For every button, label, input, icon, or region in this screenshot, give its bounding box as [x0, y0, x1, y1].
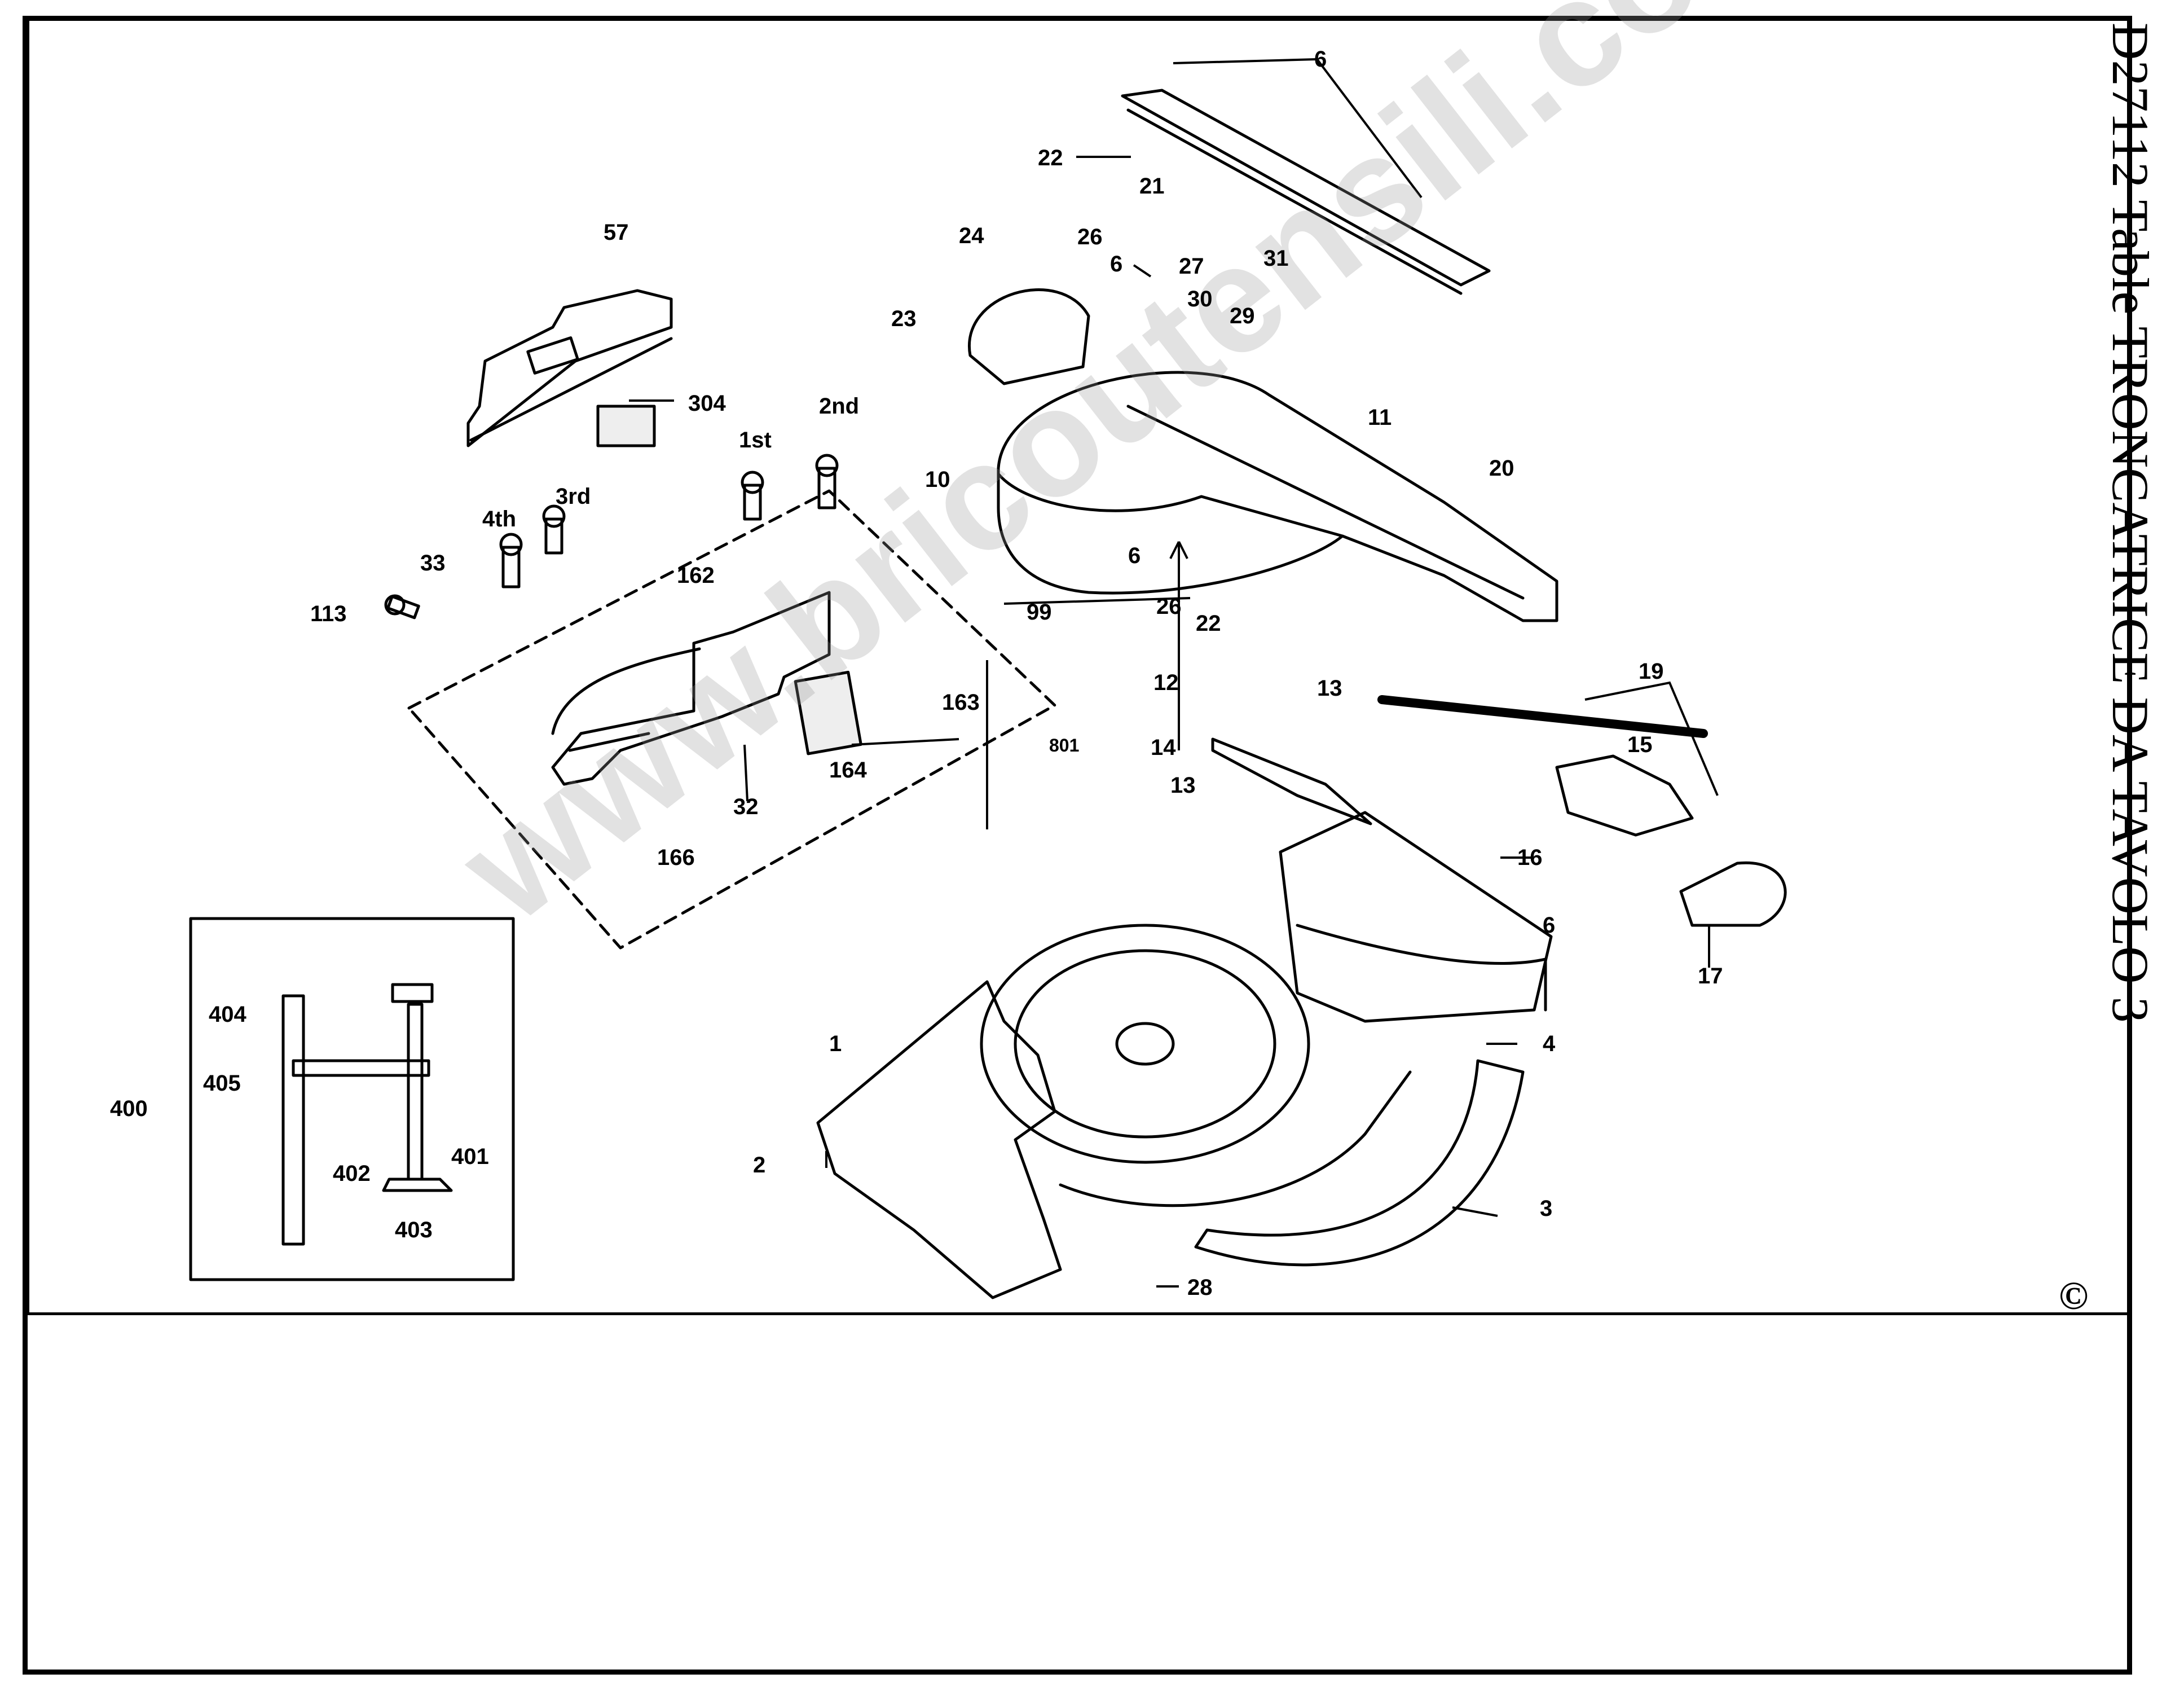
label-part-12: 12	[1153, 670, 1179, 695]
label-part-404: 404	[209, 1002, 246, 1027]
label-part-801: 801	[1049, 735, 1080, 755]
label-part-27: 28	[1187, 1275, 1213, 1300]
copyright-mark: ©	[2059, 1275, 2089, 1318]
label-part-166: 166	[657, 845, 695, 870]
label-part-13b: 13	[1170, 773, 1196, 798]
fence-part-57	[466, 289, 673, 447]
label-part-10: 10	[925, 467, 950, 492]
label-part-6c: 6	[1128, 543, 1141, 568]
label-part-15: 15	[1627, 732, 1653, 757]
fence-part-32	[551, 591, 862, 786]
label-part-11: 11	[1368, 405, 1392, 430]
label-2nd: 2nd	[819, 394, 860, 419]
clamp-detail-box	[189, 917, 515, 1281]
label-part-162: 162	[677, 563, 715, 588]
label-part-57: 57	[604, 220, 629, 245]
label-part-22: 22	[1038, 146, 1063, 170]
dashed-group-outline	[407, 489, 1056, 950]
lever-14	[1211, 737, 1372, 825]
label-part-16: 16	[1517, 845, 1543, 870]
lock-15	[1555, 754, 1694, 837]
label-part-402: 402	[333, 1161, 371, 1186]
label-part-28: 27	[1179, 254, 1204, 279]
bolts-1st-4th	[499, 454, 839, 588]
label-1st: 1st	[739, 428, 772, 452]
label-part-405: 405	[203, 1071, 241, 1096]
rail-31	[1121, 89, 1491, 295]
handle-17	[1679, 861, 1787, 927]
label-part-32: 32	[733, 794, 759, 819]
leader-lines	[629, 58, 1719, 1288]
label-part-403: 403	[395, 1218, 433, 1242]
label-part-6b: 6	[1110, 252, 1123, 276]
label-part-99: 99	[1027, 600, 1052, 625]
label-part-13: 13	[1317, 676, 1342, 701]
label-part-20: 21	[1139, 174, 1165, 199]
label-part-33: 33	[420, 551, 446, 575]
label-part-163: 163	[942, 690, 980, 715]
upper-arm-10	[967, 288, 1558, 622]
clamp-400	[281, 983, 453, 1246]
label-part-1: 1	[829, 1031, 842, 1056]
label-part-30: 30	[1187, 287, 1213, 311]
label-part-2: 2	[753, 1153, 766, 1178]
label-part-17: 17	[1698, 964, 1723, 989]
label-part-3: 3	[1540, 1196, 1553, 1221]
label-part-29: 29	[1230, 304, 1255, 328]
scale-3	[1194, 1059, 1525, 1267]
label-part-31: 31	[1263, 246, 1289, 271]
label-part-304: 304	[688, 391, 726, 416]
label-part-22b: 23	[891, 306, 917, 331]
rod-19	[1377, 695, 1708, 738]
label-part-21: 20	[1489, 456, 1514, 481]
label-part-400: 400	[110, 1096, 148, 1121]
label-part-401: 401	[451, 1144, 489, 1169]
drawing-area-left-rule	[28, 21, 29, 1312]
label-part-113: 113	[310, 601, 347, 626]
label-part-4: 4	[1543, 1031, 1556, 1056]
label-part-23: 22	[1196, 611, 1221, 636]
label-part-24: 24	[959, 223, 984, 248]
base-1	[816, 811, 1553, 1299]
sheet-border	[23, 16, 2132, 1675]
label-part-26b: 26	[1156, 594, 1182, 619]
label-part-6d: 6	[1543, 913, 1556, 938]
label-part-6: 6	[1314, 47, 1327, 72]
knob-113	[384, 594, 420, 620]
drawing-area-bottom-rule	[28, 1312, 2127, 1315]
label-3rd: 3rd	[556, 484, 591, 509]
label-part-14: 14	[1151, 735, 1176, 760]
label-part-164: 164	[829, 758, 867, 783]
label-part-26: 26	[1077, 225, 1103, 249]
label-4th: 4th	[482, 507, 516, 531]
label-part-19: 19	[1639, 659, 1664, 684]
